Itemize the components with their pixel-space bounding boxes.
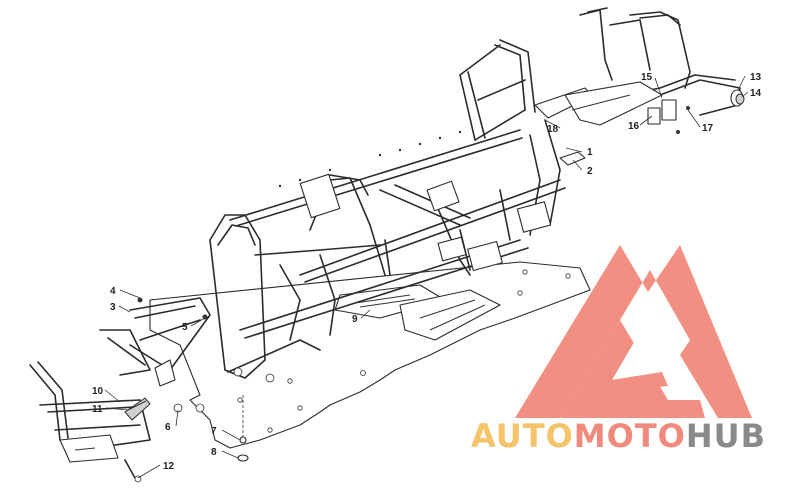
callout-labels: 1 2 3 4 5 6 7 8 9 10 11 12 13 14 15 16 1… bbox=[92, 72, 762, 472]
frame-pad bbox=[559, 151, 586, 166]
callout-11: 11 bbox=[92, 404, 103, 415]
callout-14: 14 bbox=[750, 88, 762, 99]
bolt-washer bbox=[237, 395, 249, 462]
callout-10: 10 bbox=[92, 386, 104, 397]
callout-7: 7 bbox=[211, 426, 217, 437]
watermark-logo-icon bbox=[515, 245, 752, 418]
callout-8: 8 bbox=[211, 447, 217, 458]
watermark-auto: AUTO bbox=[471, 417, 574, 455]
watermark-moto: MOTO bbox=[573, 417, 686, 455]
rail-holes bbox=[278, 130, 462, 188]
front-bumper bbox=[29, 297, 211, 483]
callout-12: 12 bbox=[163, 461, 175, 472]
main-frame bbox=[209, 39, 593, 383]
callout-6: 6 bbox=[165, 422, 171, 433]
callout-3: 3 bbox=[110, 302, 116, 313]
callout-4: 4 bbox=[110, 286, 116, 297]
watermark-hub: HUB bbox=[685, 417, 767, 455]
floor-mat bbox=[334, 284, 501, 341]
callout-5: 5 bbox=[182, 322, 188, 333]
watermark-text: AUTOMOTOHUB bbox=[471, 418, 766, 454]
leader-lines bbox=[104, 75, 749, 479]
callout-13: 13 bbox=[750, 72, 762, 83]
callout-17: 17 bbox=[702, 123, 714, 134]
callout-2: 2 bbox=[587, 166, 593, 177]
rear-bumper bbox=[564, 7, 745, 134]
callout-9: 9 bbox=[352, 314, 358, 325]
callout-1: 1 bbox=[587, 147, 593, 158]
callout-15: 15 bbox=[641, 72, 653, 83]
callout-18: 18 bbox=[547, 124, 559, 135]
callout-16: 16 bbox=[628, 121, 640, 132]
